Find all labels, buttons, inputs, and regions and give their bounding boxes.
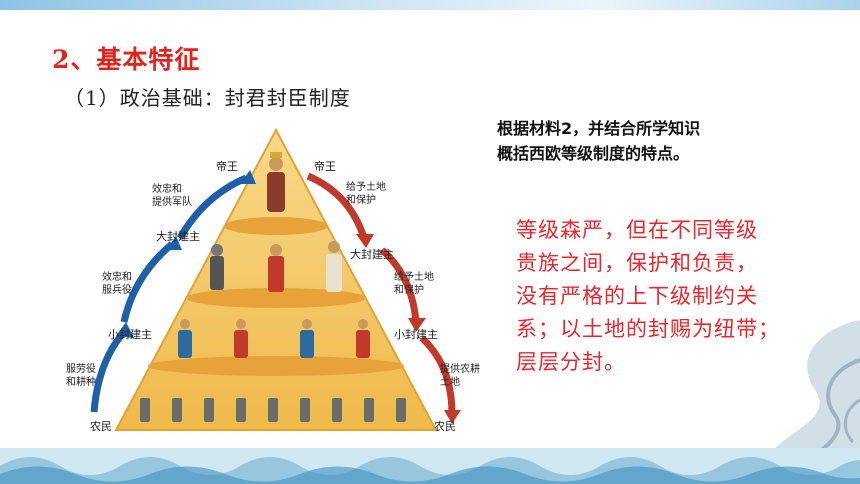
caption-line: 和保护 [394,283,424,296]
caption-line: 提供农耕 [440,362,480,375]
caption-line: 提供军队 [152,195,192,208]
label-right-peasant: 农民 [434,419,456,433]
caption-line: 效忠和 [152,182,182,195]
label-right-small-lord: 小封建主 [394,327,438,341]
answer-line: 没有严格的上下级制约关 [516,284,758,308]
arrow-right-top [306,172,368,240]
caption-right-bottom: 提供农耕土地 [440,362,480,388]
label-left-emperor: 帝王 [216,159,238,173]
arrow-left-middle-head [166,236,182,250]
feudal-pyramid-svg: 帝王 大封建主 小封建主 农民 帝王 大封建主 小封建主 农民 效忠和提供军队 … [66,127,480,433]
label-right-emperor: 帝王 [314,159,336,173]
caption-line: 效忠和 [102,270,132,283]
arrow-right-bottom-head [444,410,461,424]
figure-great-lord-row [210,241,342,292]
label-left-small-lord: 小封建主 [108,327,152,341]
label-right-great-lord: 大封建主 [350,247,394,261]
section-subtitle: （1）政治基础：封君封臣制度 [64,86,351,110]
platform-small-lord [148,356,404,376]
label-left-peasant: 农民 [90,419,112,433]
platform-great-lord [186,288,366,308]
answer-line: 等级森严，但在不同等级 [516,218,758,242]
arrow-right-bottom [419,335,456,415]
caption-left-top: 效忠和提供军队 [152,182,192,208]
answer-line: 贵族之间，保护和负责， [516,251,758,275]
answer-line: 系；以土地的封赐为纽带； [516,317,780,341]
arrow-left-top [176,174,248,240]
caption-right-middle: 给予土地和保护 [394,270,434,296]
label-left-great-lord: 大封建主 [156,229,200,243]
question-line: 概括西欧等级制度的特点。 [497,144,690,163]
section-title: 2、基本特征 [52,45,201,74]
figure-peasant-row [140,398,406,422]
caption-line: 服兵役 [102,283,132,296]
top-decoration-bar [0,0,860,10]
figure-emperor [267,152,285,212]
caption-line: 和耕种 [66,375,96,388]
feudal-pyramid-figure: 帝王 大封建主 小封建主 农民 帝王 大封建主 小封建主 农民 效忠和提供军队 … [64,126,488,444]
arrow-right-middle [379,247,420,323]
caption-line: 给予土地 [394,270,434,283]
bottom-wave-band [0,448,860,484]
arrow-left-top-head [240,170,256,184]
caption-line: 给予土地 [346,180,386,193]
answer-line: 层层分封。 [516,350,626,374]
caption-line: 土地 [440,375,460,388]
caption-line: 和保护 [346,193,376,206]
caption-left-middle: 效忠和服兵役 [102,270,132,296]
platform-emperor [224,217,328,235]
caption-right-top: 给予土地和保护 [346,180,386,206]
answer-text: 等级森严，但在不同等级 贵族之间，保护和负责， 没有严格的上下级制约关 系；以土… [516,214,816,379]
question-line: 根据材料2，并结合所学知识 [497,119,701,138]
arrow-left-middle [120,241,175,323]
arrow-right-top-head [356,234,374,248]
figure-small-lord-row [178,319,370,358]
caption-line: 服劳役 [66,362,96,375]
arrow-left-bottom-head [116,322,134,338]
arrow-left-bottom [90,329,127,413]
question-text: 根据材料2，并结合所学知识 概括西欧等级制度的特点。 [497,116,827,166]
caption-left-bottom: 服劳役和耕种 [66,362,96,388]
arrow-right-middle-head [408,318,426,332]
